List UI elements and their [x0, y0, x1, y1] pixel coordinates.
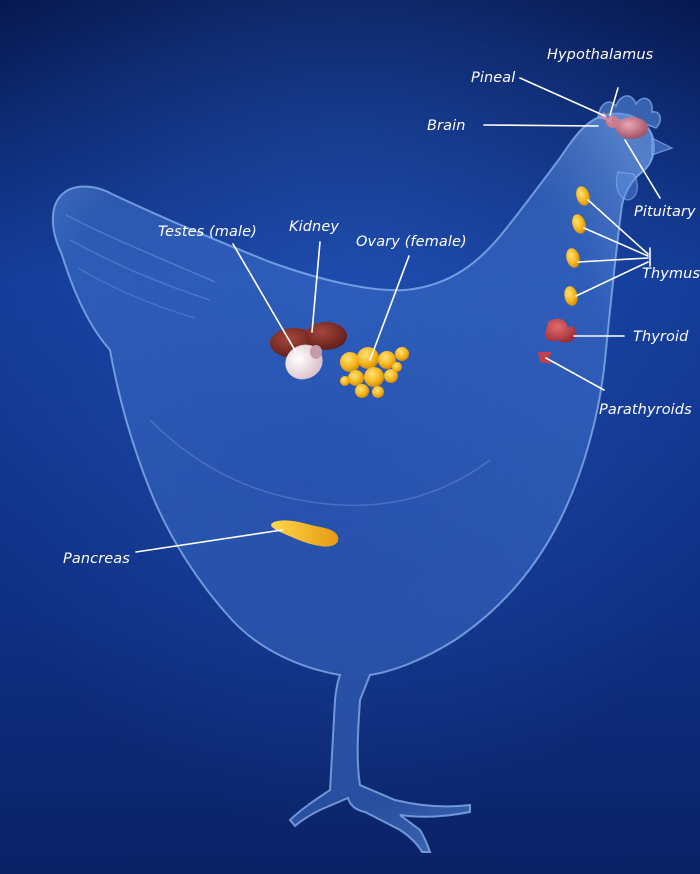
testes-organ — [285, 344, 323, 380]
label-pituitary: Pituitary — [634, 204, 696, 220]
label-thyroid: Thyroid — [633, 329, 689, 345]
pancreas-organ — [271, 520, 339, 547]
label-pineal: Pineal — [471, 70, 515, 86]
label-pancreas: Pancreas — [63, 551, 130, 567]
thymus-organ — [564, 186, 590, 306]
label-hypothalamus: Hypothalamus — [547, 47, 654, 63]
label-thymus: Thymus — [642, 266, 700, 282]
ovary-organ — [340, 347, 409, 398]
leader-lines — [135, 77, 661, 553]
label-kidney: Kidney — [289, 219, 339, 235]
label-testes: Testes (male) — [158, 224, 257, 240]
thyroid-organ — [544, 318, 577, 343]
parathyroids-organ — [538, 352, 552, 364]
label-brain: Brain — [427, 118, 466, 134]
label-parathyroids: Parathyroids — [599, 402, 692, 418]
label-ovary: Ovary (female) — [356, 234, 467, 250]
